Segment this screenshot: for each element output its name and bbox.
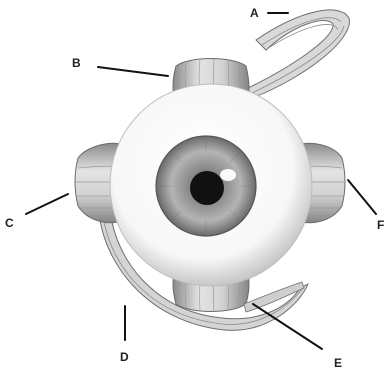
pupil (190, 171, 224, 205)
leader-line-b (98, 67, 168, 76)
leader-line-f (348, 180, 376, 214)
eye-highlight (220, 169, 236, 181)
label-c: C (5, 216, 14, 230)
label-e: E (334, 356, 342, 370)
label-d: D (120, 350, 129, 364)
label-f: F (377, 218, 384, 232)
label-a: A (250, 6, 259, 20)
superior-oblique-tendon (244, 10, 349, 98)
leader-line-c (26, 194, 68, 214)
label-b: B (72, 56, 81, 70)
